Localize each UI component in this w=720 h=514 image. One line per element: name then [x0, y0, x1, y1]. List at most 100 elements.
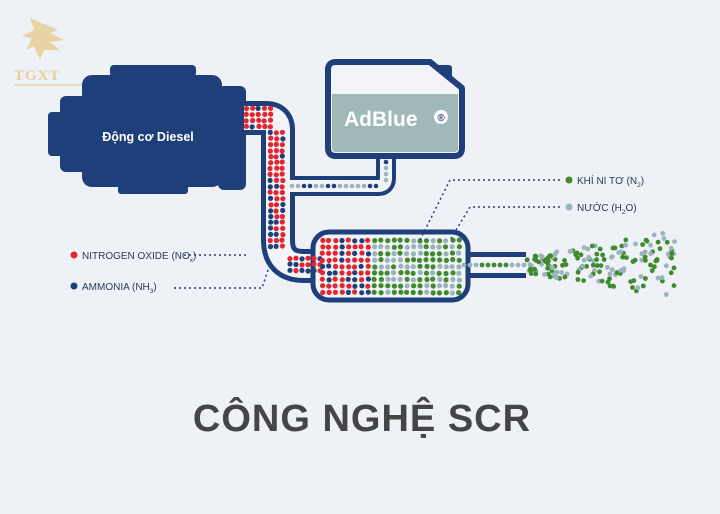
- catalyst-molecule: [352, 250, 358, 256]
- catalyst-molecule: [410, 270, 416, 276]
- plume-molecule: [630, 285, 635, 290]
- nh3-molecule: [267, 184, 273, 190]
- adblue-tank: AdBlue ®: [325, 59, 465, 159]
- plume-molecule: [524, 257, 530, 263]
- catalyst-molecule: [346, 283, 352, 289]
- nox-molecule: [273, 154, 279, 160]
- plume-molecule: [649, 268, 655, 274]
- catalyst-molecule: [417, 238, 423, 244]
- catalyst-molecule: [378, 251, 384, 257]
- catalyst-molecule: [359, 238, 365, 244]
- plume-molecule: [624, 255, 629, 260]
- catalyst-molecule: [365, 270, 371, 276]
- catalyst-molecule: [436, 270, 442, 276]
- nh3-molecule: [319, 183, 325, 189]
- catalyst-molecule: [346, 270, 352, 276]
- plume-molecule: [532, 266, 537, 272]
- catalyst-molecule: [372, 251, 378, 257]
- catalyst-molecule: [449, 244, 455, 250]
- catalyst-molecule: [385, 264, 391, 270]
- plume-molecule: [639, 257, 645, 263]
- nh3-dot-icon: [70, 282, 78, 290]
- catalyst-molecule: [436, 290, 442, 296]
- nh3-molecule: [273, 231, 279, 237]
- catalyst-molecule: [320, 244, 326, 250]
- plume-molecule: [528, 266, 533, 272]
- catalyst-molecule: [365, 263, 371, 269]
- catalyst-molecule: [385, 238, 391, 244]
- plume-molecule: [597, 269, 602, 275]
- nh3-molecule: [268, 213, 274, 220]
- catalyst-molecule: [320, 263, 326, 270]
- catalyst-molecule: [385, 251, 391, 257]
- nox-molecule: [267, 171, 273, 177]
- legend-water: NƯỚC (H2O): [565, 201, 637, 216]
- plume-molecule: [659, 275, 665, 281]
- catalyst-molecule: [326, 277, 332, 283]
- nh3-molecule: [287, 261, 293, 267]
- catalyst-molecule: [398, 289, 404, 295]
- plume-molecule: [668, 270, 674, 276]
- nox-molecule: [311, 255, 317, 261]
- catalyst-molecule: [456, 237, 462, 243]
- catalyst-molecule: [456, 277, 462, 283]
- plume-molecule: [664, 239, 670, 245]
- nox-molecule: [279, 171, 285, 177]
- catalyst-molecule: [371, 270, 378, 276]
- plume-molecule: [623, 237, 629, 243]
- nox-molecule: [267, 165, 273, 172]
- catalyst-molecule: [443, 251, 449, 257]
- catalyst-molecule: [404, 269, 410, 276]
- catalyst-molecule: [417, 283, 423, 289]
- catalyst-molecule: [372, 264, 378, 270]
- catalyst-molecule: [404, 257, 410, 263]
- nox-molecule: [305, 255, 311, 261]
- catalyst-molecule: [391, 276, 397, 282]
- plume-molecule: [563, 262, 569, 267]
- legend-n2-close: ): [641, 176, 644, 187]
- catalyst-molecule: [384, 270, 390, 276]
- plume-molecule: [554, 269, 560, 275]
- outlet-molecule: [515, 262, 521, 268]
- nh3-molecule: [287, 267, 293, 273]
- nox-molecule: [267, 237, 273, 244]
- catalyst-molecule: [424, 289, 430, 295]
- nh3-molecule: [267, 195, 274, 201]
- nox-molecule: [279, 237, 285, 243]
- catalyst-molecule: [398, 270, 404, 276]
- nox-molecule: [279, 165, 285, 171]
- plume-molecule: [623, 242, 628, 248]
- nox-molecule: [273, 148, 279, 154]
- plume-molecule: [648, 242, 653, 248]
- plume-molecule: [609, 267, 615, 273]
- leader-line-h2o: [449, 206, 560, 241]
- catalyst-molecule: [430, 290, 436, 296]
- plume-molecule: [644, 238, 650, 244]
- catalyst-molecule: [339, 283, 345, 289]
- nox-molecule: [255, 105, 261, 111]
- nh3-molecule: [383, 159, 389, 165]
- catalyst-molecule: [436, 251, 442, 257]
- plume-molecule: [580, 263, 585, 269]
- engine-label: Động cơ Diesel: [102, 130, 194, 144]
- catalyst-molecule: [398, 283, 404, 289]
- legend-nox-sub: x: [190, 257, 194, 264]
- catalyst-molecule: [404, 289, 410, 295]
- catalyst-molecule: [332, 250, 338, 256]
- nox-molecule: [274, 214, 280, 220]
- catalyst-molecule: [320, 289, 326, 296]
- nox-molecule: [243, 123, 249, 129]
- catalyst-molecule: [437, 276, 443, 282]
- catalyst-molecule: [352, 238, 358, 244]
- nh3-molecule: [301, 183, 307, 189]
- plume-molecule: [618, 249, 624, 255]
- nox-dot-icon: [70, 251, 78, 259]
- catalyst-molecule: [326, 270, 333, 276]
- catalyst-molecule: [442, 244, 449, 250]
- leader-line-nh3: [174, 269, 269, 289]
- catalyst-molecule: [417, 270, 423, 276]
- catalyst-molecule: [404, 276, 410, 282]
- plume-molecule: [609, 254, 614, 260]
- nox-molecule: [293, 268, 299, 274]
- catalyst-molecule: [423, 257, 429, 263]
